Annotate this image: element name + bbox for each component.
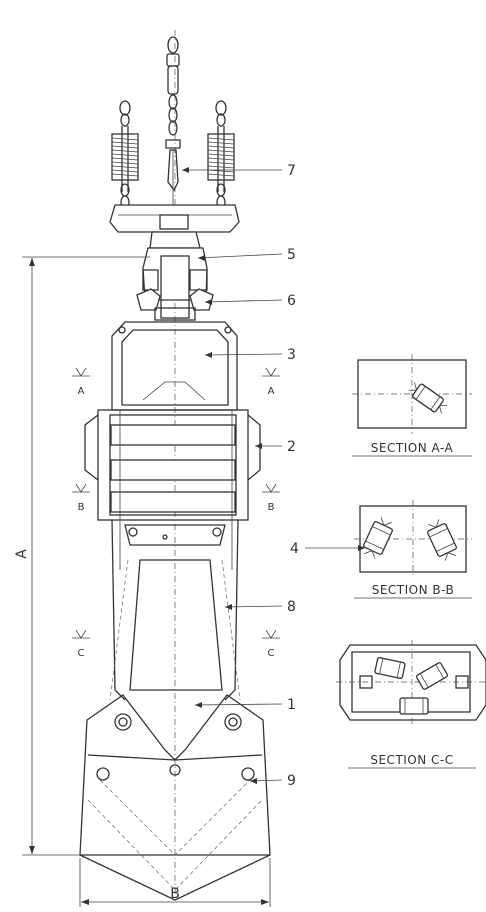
callout-3: 3: [287, 347, 296, 363]
head-beam: [109, 204, 240, 249]
callout-1: 1: [287, 697, 296, 713]
dimension-b: B: [79, 858, 271, 907]
section-cc-view: SECTION C-C: [336, 640, 486, 769]
head-assembly: [136, 247, 214, 321]
grab-jaws: [79, 694, 271, 901]
dimension-a-label: A: [14, 549, 30, 559]
callout-9: 9: [287, 773, 296, 789]
section-aa-view: SECTION A-A: [352, 354, 472, 457]
dimension-a: A: [14, 256, 150, 856]
section-markers: A A B B C C: [72, 367, 280, 659]
callout-6: 6: [287, 293, 296, 309]
right-spring-hanger: [207, 100, 235, 220]
callout-7: 7: [287, 163, 296, 179]
section-cc-title: SECTION C-C: [370, 753, 453, 767]
section-mark-b-left: B: [78, 502, 85, 513]
hoist-chain: [165, 36, 181, 205]
left-spring-hanger: [111, 100, 139, 220]
section-mark-a-right: A: [268, 386, 275, 397]
guide-frame: [84, 409, 261, 570]
callouts: 7 5 6 3 2 8 1 9 4: [182, 163, 365, 789]
upper-frame: [111, 321, 238, 411]
section-mark-c-left: C: [78, 648, 85, 659]
section-bb-title: SECTION B-B: [372, 583, 455, 597]
callout-8: 8: [287, 599, 296, 615]
callout-4: 4: [290, 541, 299, 557]
callout-2: 2: [287, 439, 296, 455]
section-aa-title: SECTION A-A: [371, 441, 454, 455]
section-bb-view: SECTION B-B: [354, 500, 472, 599]
section-mark-c-right: C: [268, 648, 275, 659]
dimension-b-label: B: [170, 886, 180, 902]
callout-5: 5: [287, 247, 296, 263]
section-mark-b-right: B: [268, 502, 275, 513]
section-mark-a-left: A: [78, 386, 85, 397]
